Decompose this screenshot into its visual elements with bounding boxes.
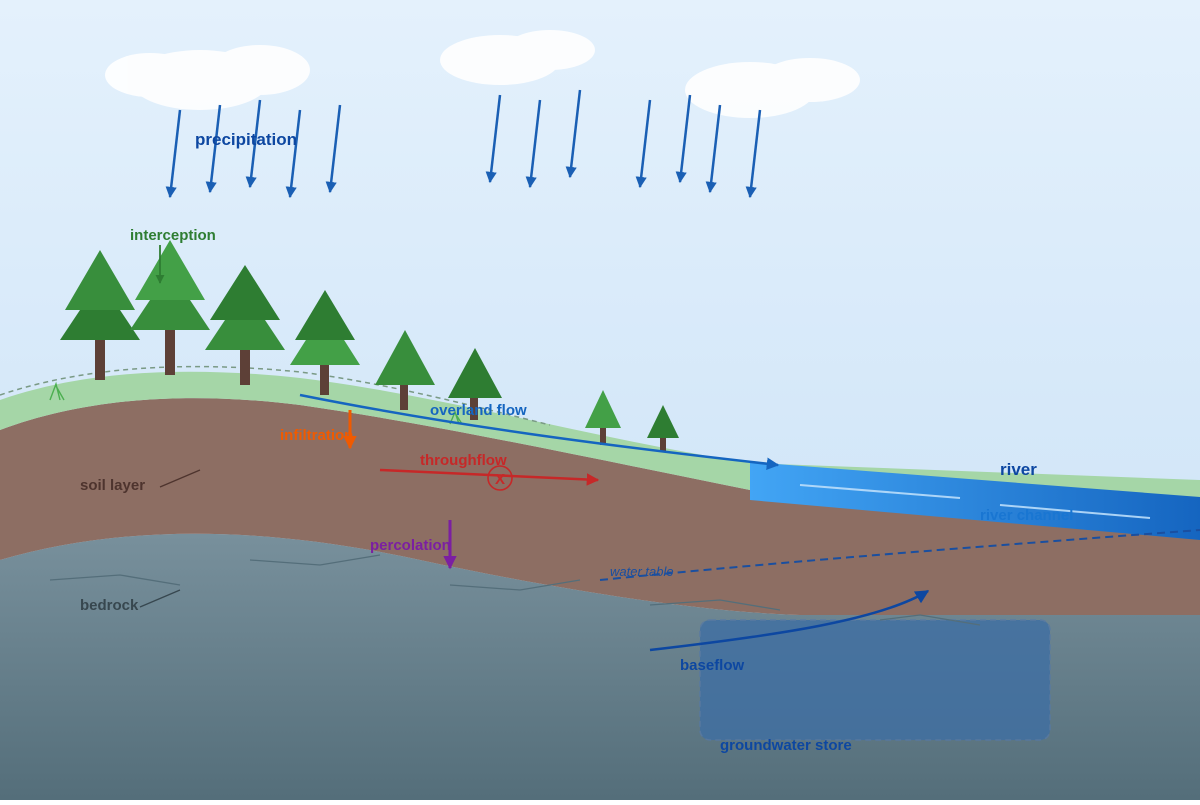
rain-arrow: [675, 94, 692, 184]
rain-arrow: [635, 99, 652, 189]
overland-flow-label: overland flow: [430, 402, 527, 419]
interception-label: interception: [130, 227, 216, 244]
rain-arrow: [565, 89, 582, 179]
rain-arrow: [165, 109, 182, 199]
rain-arrow: [325, 104, 342, 194]
tree: [290, 290, 360, 395]
circled-x-icon: X: [487, 465, 513, 491]
baseflow-label: baseflow: [680, 657, 745, 674]
river-channel-label: river channel: [980, 507, 1073, 524]
trees: [60, 240, 679, 452]
groundwater-store-label: groundwater store: [720, 737, 852, 754]
precipitation-label: precipitation: [195, 130, 297, 149]
river-label: river: [1000, 460, 1037, 479]
tree: [448, 348, 502, 420]
soil-layer-area: [0, 398, 1200, 615]
tree: [585, 390, 621, 445]
soil-layer-pointer: [159, 469, 201, 488]
rain-arrow: [745, 109, 762, 199]
river-highlights: [799, 484, 1151, 519]
bedrock-pointer: [139, 589, 181, 608]
river-channel-water: [750, 462, 1200, 540]
water-table-line: [599, 529, 1200, 581]
rain-arrow: [705, 104, 722, 194]
rain-arrow: [205, 104, 222, 194]
rain-arrow: [485, 94, 502, 184]
tree: [647, 405, 679, 452]
water-table-label: water table: [610, 564, 674, 579]
overland-flow-arrow: [299, 393, 780, 470]
groundwater-store-zone: [699, 619, 1051, 741]
tree: [205, 265, 285, 385]
bedrock-cracks: [49, 554, 981, 626]
tree: [130, 240, 210, 375]
cloud: [440, 30, 595, 85]
cloud: [105, 45, 310, 110]
tree: [375, 330, 435, 410]
percolation-label: percolation: [370, 537, 451, 554]
throughflow-label: throughflow: [420, 452, 507, 469]
blocked-marker: X: [495, 471, 505, 488]
rain-arrow: [525, 99, 542, 189]
rain-arrow: [285, 109, 302, 199]
infiltration-label: infiltration: [280, 427, 353, 444]
bedrock-label: bedrock: [80, 597, 139, 614]
clouds: [105, 30, 860, 118]
tree: [60, 250, 140, 380]
cloud: [685, 58, 860, 118]
rain-arrow: [245, 99, 262, 189]
baseflow-arrow: [649, 589, 930, 652]
precipitation-arrows: [165, 89, 762, 199]
grass-tuft-icon: [49, 381, 463, 425]
soil-layer-label: soil layer: [80, 477, 145, 494]
